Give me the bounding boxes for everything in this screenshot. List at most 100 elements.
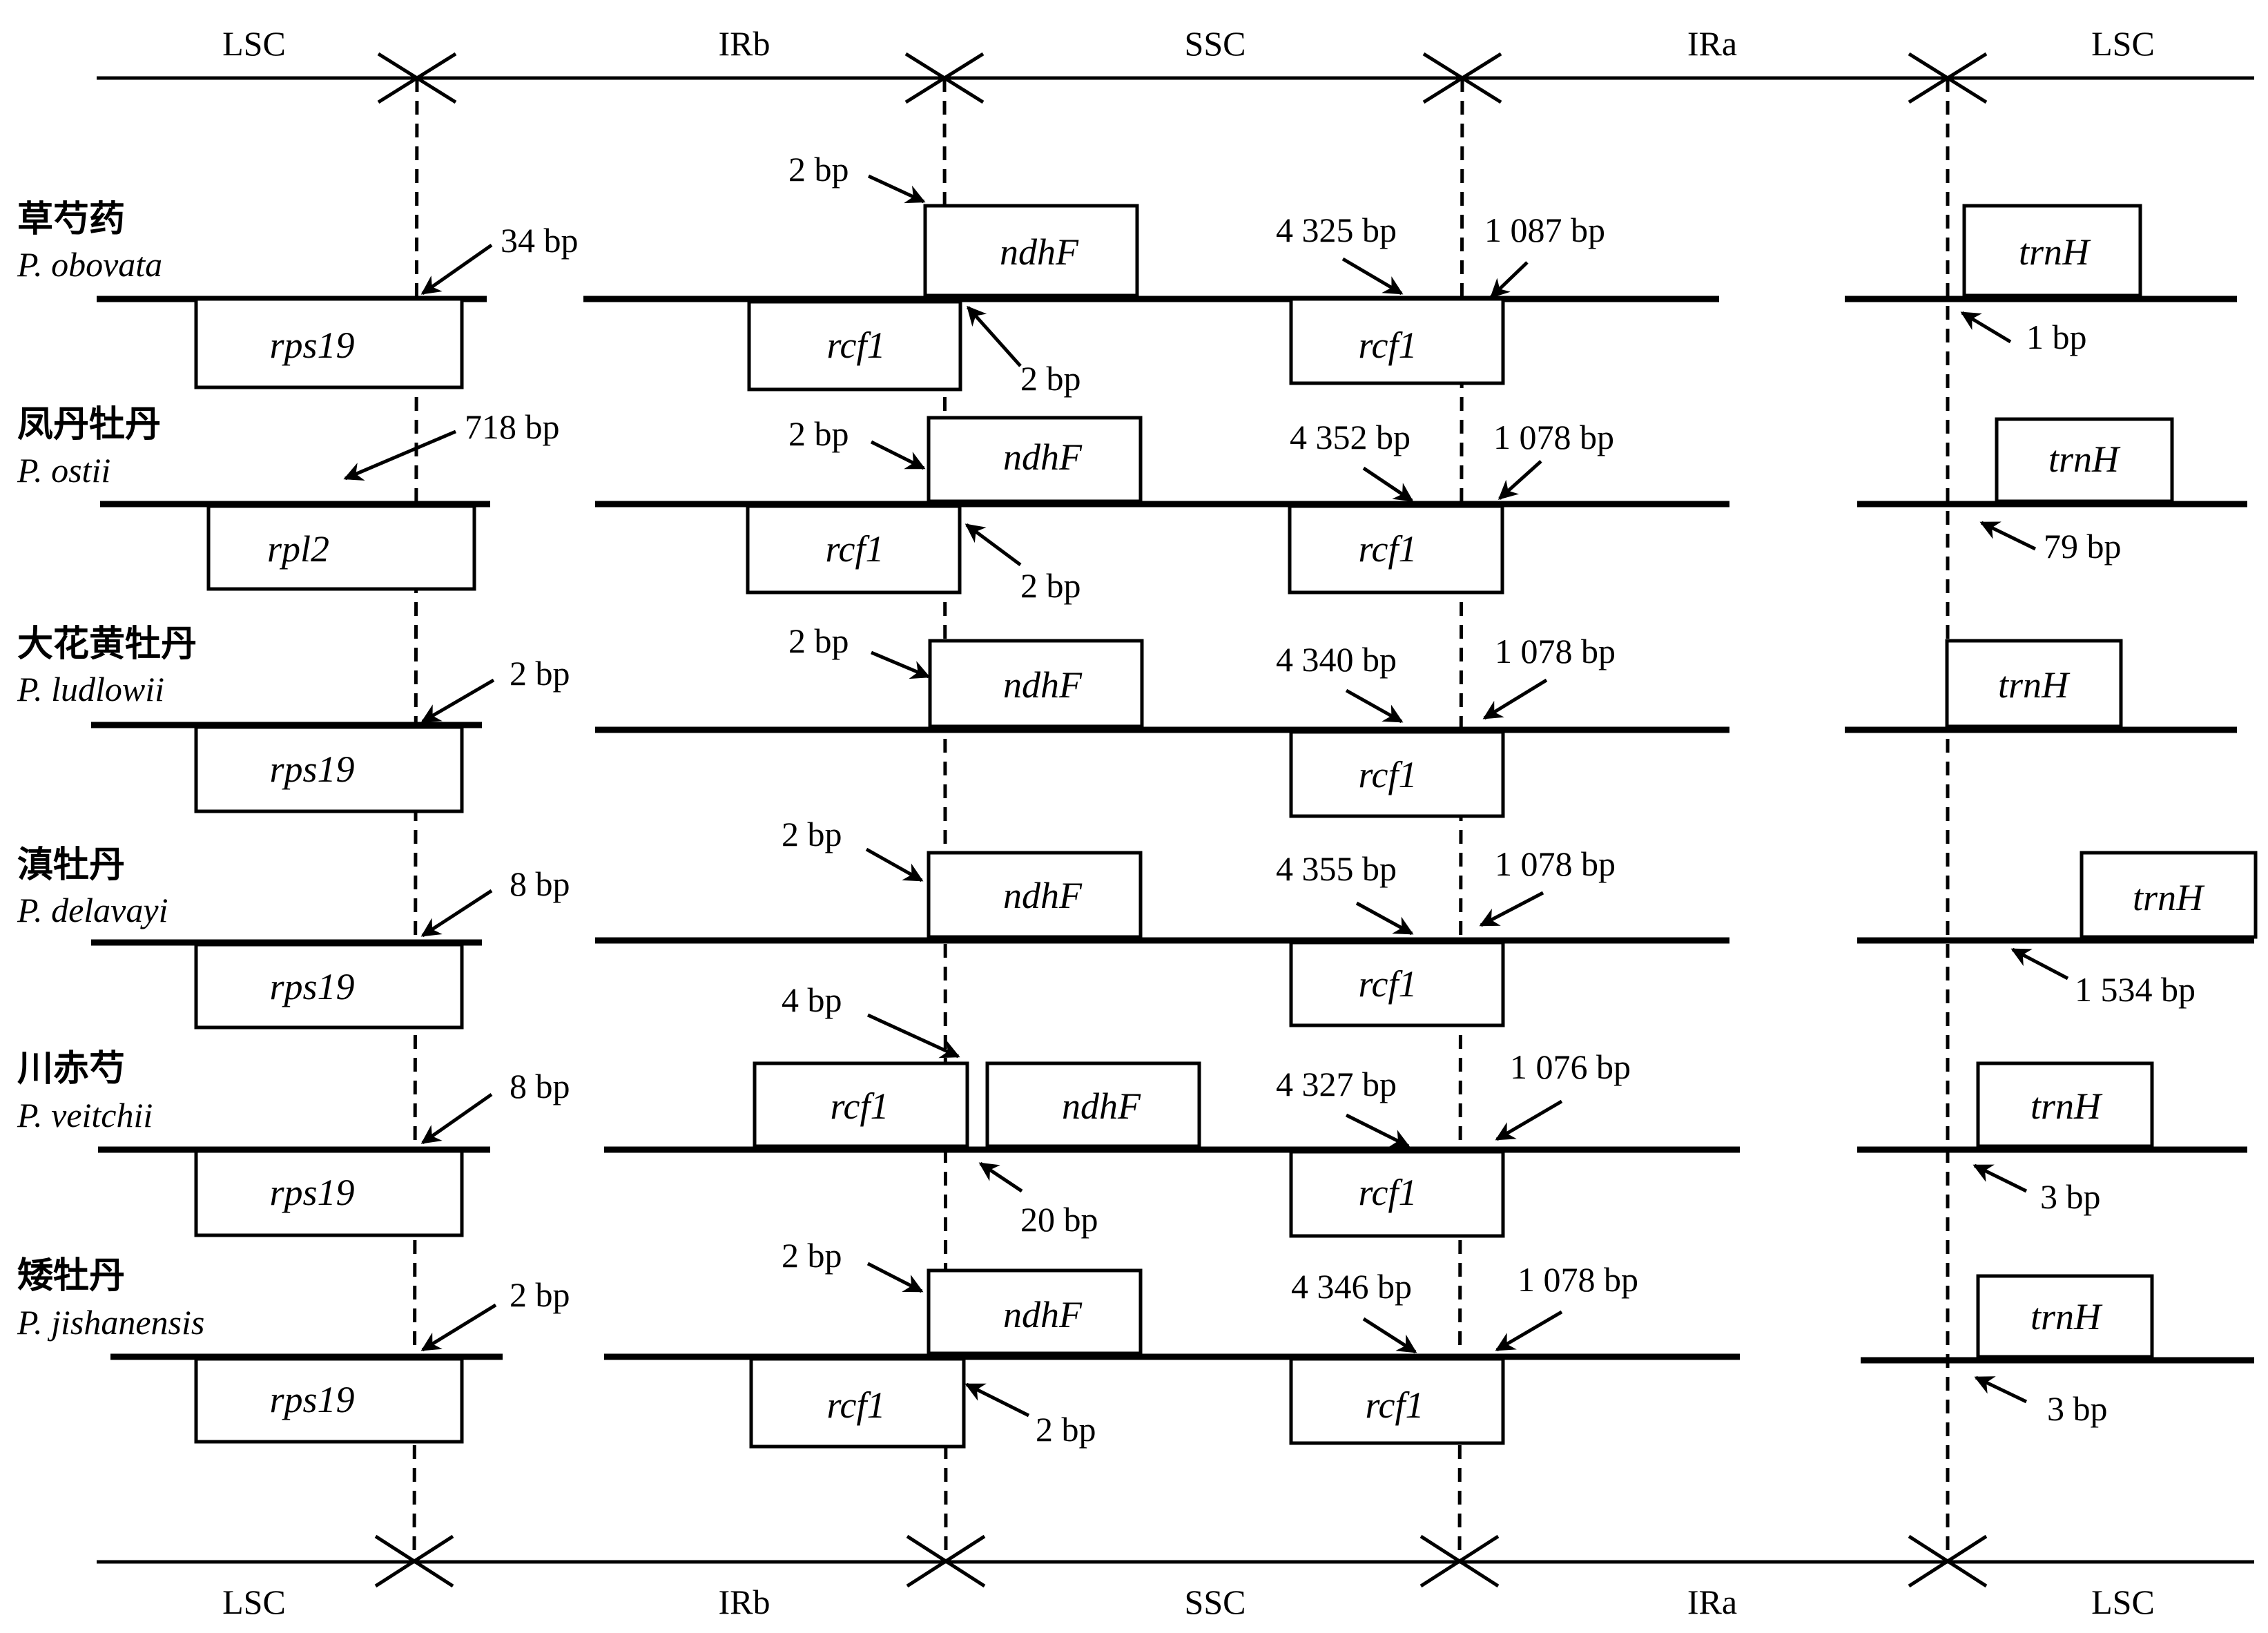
- svg-text:ndhF: ndhF: [1003, 664, 1083, 706]
- gene-box-rcf1-irb: rcf1: [753, 1061, 969, 1148]
- distance-label: 2 bp: [788, 150, 849, 189]
- gene-box-rps19: rps19: [194, 1357, 464, 1444]
- distance-label: 2 bp: [1020, 566, 1081, 605]
- region-label-irb-top: IRb: [719, 24, 770, 63]
- gene-box-ndhF: ndhF: [923, 204, 1139, 298]
- gene-box-rps19: rps19: [194, 725, 464, 813]
- gene-box-trnH: trnH: [2080, 851, 2258, 939]
- distance-label: 2 bp: [1036, 1410, 1096, 1449]
- distance-label: 1 078 bp: [1495, 632, 1616, 670]
- distance-label: 1 087 bp: [1484, 211, 1605, 249]
- gene-box-rcf1-ssc: rcf1: [1289, 297, 1505, 385]
- gene-box-rcf1-irb: rcf1: [746, 504, 962, 595]
- svg-text:rps19: rps19: [269, 1172, 354, 1213]
- svg-text:ndhF: ndhF: [1003, 875, 1083, 916]
- svg-text:ndhF: ndhF: [1062, 1085, 1141, 1127]
- region-label-lsc-left-top: LSC: [222, 24, 286, 63]
- gene-box-ndhF: ndhF: [927, 416, 1143, 503]
- distance-label: 34 bp: [501, 221, 579, 260]
- species-latin-name: P. ludlowii: [17, 670, 164, 708]
- gene-box-trnH: trnH: [1945, 639, 2123, 728]
- gene-box-ndhF: ndhF: [927, 1268, 1143, 1355]
- distance-label: 2 bp: [788, 621, 849, 660]
- species-latin-name: P. jishanensis: [17, 1303, 204, 1342]
- svg-text:rcf1: rcf1: [1359, 325, 1417, 366]
- gene-box-rps19: rps19: [194, 943, 464, 1030]
- region-label-lsc-right-bottom: LSC: [2091, 1583, 2155, 1621]
- region-label-lsc-left-bottom: LSC: [222, 1583, 286, 1621]
- gene-box-rcf1-ssc: rcf1: [1289, 1357, 1505, 1445]
- distance-label: 2 bp: [782, 1236, 842, 1275]
- junction-line-jsa: [1457, 77, 1464, 1563]
- gene-box-rcf1-irb: rcf1: [747, 300, 962, 392]
- distance-label: 4 325 bp: [1276, 211, 1397, 249]
- svg-text:rcf1: rcf1: [1359, 1172, 1417, 1213]
- species-row-veitchii: 川赤芍 P. veitchii rps19 rcf1 ndhF rcf1 trn…: [17, 980, 2247, 1239]
- species-row-ostii: 凤丹牡丹 P. ostii rpl2 ndhF rcf1 rcf1 trnH 7…: [17, 404, 2247, 605]
- svg-text:ndhF: ndhF: [1003, 1294, 1083, 1335]
- distance-label: 4 352 bp: [1290, 418, 1411, 456]
- distance-label: 1 bp: [2026, 318, 2087, 356]
- distance-label: 8 bp: [510, 1067, 570, 1105]
- distance-label: 2 bp: [782, 815, 842, 853]
- gene-box-rps19: rps19: [194, 1149, 464, 1237]
- region-label-lsc-right-top: LSC: [2091, 24, 2155, 63]
- gene-box-ndhF: ndhF: [985, 1061, 1201, 1148]
- distance-label: 2 bp: [788, 414, 849, 453]
- gene-box-rcf1-ssc: rcf1: [1289, 1150, 1505, 1238]
- distance-label: 2 bp: [510, 1275, 570, 1314]
- gene-box-trnH: trnH: [1995, 417, 2174, 503]
- svg-text:trnH: trnH: [2030, 1085, 2103, 1127]
- top-axis: LSC IRb SSC IRa LSC: [97, 24, 2254, 104]
- region-label-ira-bottom: IRa: [1687, 1583, 1737, 1621]
- species-cn-name: 凤丹牡丹: [17, 404, 161, 445]
- svg-text:rcf1: rcf1: [827, 1384, 886, 1426]
- gene-box-rcf1-ssc: rcf1: [1289, 730, 1505, 818]
- svg-text:rcf1: rcf1: [1359, 963, 1417, 1005]
- svg-text:trnH: trnH: [2133, 877, 2205, 918]
- gene-box-ndhF: ndhF: [928, 639, 1144, 728]
- species-cn-name: 矮牡丹: [17, 1255, 125, 1297]
- distance-label: 1 078 bp: [1493, 418, 1614, 456]
- svg-text:rcf1: rcf1: [827, 325, 886, 366]
- distance-label: 3 bp: [2040, 1177, 2101, 1216]
- species-cn-name: 滇牡丹: [17, 844, 125, 886]
- distance-label: 3 bp: [2047, 1389, 2108, 1428]
- distance-label: 79 bp: [2044, 527, 2122, 566]
- svg-text:rpl2: rpl2: [267, 528, 329, 570]
- species-latin-name: P. obovata: [17, 245, 162, 284]
- region-label-ira-top: IRa: [1687, 24, 1737, 63]
- distance-label: 1 078 bp: [1518, 1260, 1638, 1299]
- region-label-ssc-bottom: SSC: [1185, 1583, 1246, 1621]
- bottom-axis: LSC IRb SSC IRa LSC: [97, 1534, 2254, 1621]
- gene-box-rcf1-ssc: rcf1: [1289, 940, 1505, 1027]
- species-latin-name: P. delavayi: [17, 891, 168, 929]
- distance-label: 1 534 bp: [2075, 970, 2196, 1009]
- gene-box-trnH: trnH: [1976, 1061, 2154, 1148]
- svg-text:trnH: trnH: [2019, 231, 2091, 273]
- species-row-jishanensis: 矮牡丹 P. jishanensis rps19 ndhF rcf1 rcf1 …: [17, 1236, 2254, 1449]
- svg-text:rcf1: rcf1: [1359, 754, 1417, 795]
- svg-text:rps19: rps19: [269, 748, 354, 790]
- svg-text:rcf1: rcf1: [1359, 528, 1417, 570]
- species-cn-name: 草芍药: [17, 199, 125, 240]
- distance-label: 2 bp: [1020, 359, 1081, 398]
- gene-box-rps19: rps19: [194, 297, 464, 389]
- species-row-obovata: 草芍药 P. obovata rps19 ndhF rcf1 rcf1 trnH…: [17, 150, 2237, 398]
- distance-label: 4 340 bp: [1276, 640, 1397, 679]
- svg-text:rps19: rps19: [269, 325, 354, 366]
- gene-box-ndhF: ndhF: [927, 851, 1143, 939]
- gene-box-trnH: trnH: [1976, 1274, 2154, 1359]
- distance-label: 4 bp: [782, 980, 842, 1019]
- svg-text:rcf1: rcf1: [826, 528, 884, 570]
- species-cn-name: 大花黄牡丹: [17, 624, 197, 665]
- svg-text:rcf1: rcf1: [1366, 1384, 1424, 1426]
- distance-label: 2 bp: [510, 654, 570, 693]
- svg-text:trnH: trnH: [2030, 1296, 2103, 1337]
- species-row-delavayi: 滇牡丹 P. delavayi rps19 ndhF rcf1 trnH 8 b…: [17, 815, 2258, 1030]
- distance-label: 1 076 bp: [1510, 1047, 1631, 1086]
- distance-label: 1 078 bp: [1495, 844, 1616, 883]
- svg-text:rps19: rps19: [269, 1379, 354, 1420]
- distance-label: 4 355 bp: [1276, 849, 1397, 888]
